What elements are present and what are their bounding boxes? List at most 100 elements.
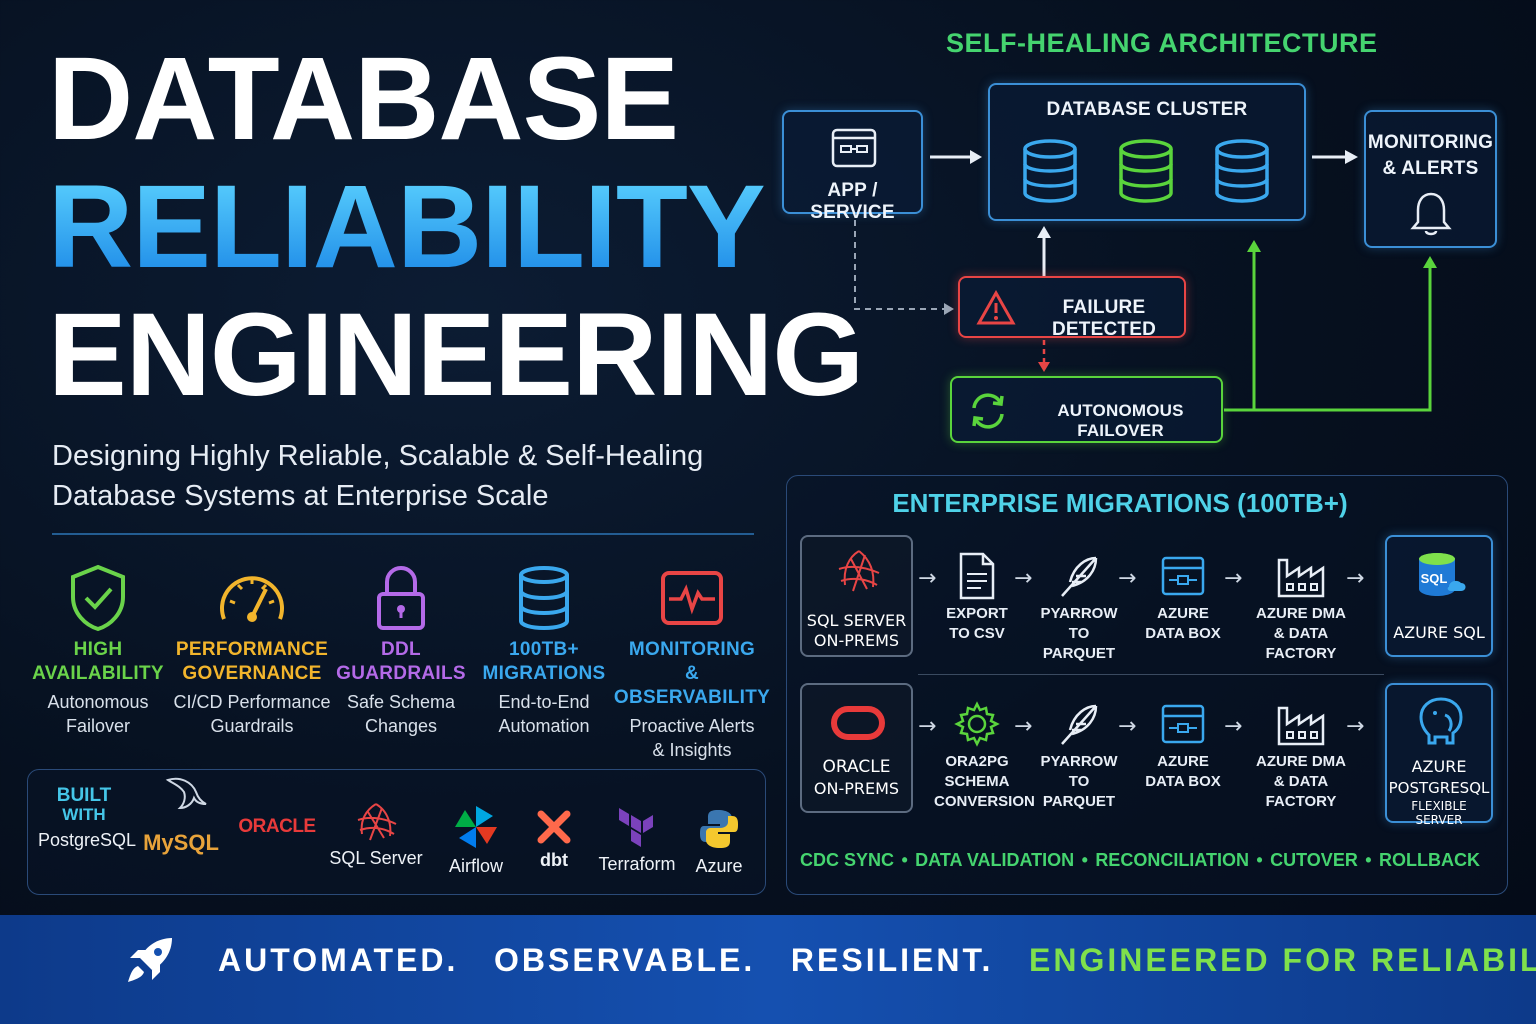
step-label-2: TO PARQUET — [1042, 773, 1116, 810]
oracle-logo-icon — [831, 706, 885, 740]
subtitle: Designing Highly Reliable, Scalable & Se… — [52, 436, 752, 516]
self-healing-connectors — [854, 150, 1437, 412]
feature-head-2: GOVERNANCE — [182, 663, 322, 684]
title-line-reliability: RELIABILITY — [48, 161, 766, 293]
step-label-1: ORA2PG — [945, 753, 1009, 770]
source-label-1: SQL SERVER — [806, 611, 907, 630]
feature-desc-1: Safe Schema — [346, 692, 456, 712]
feature-head-2: & OBSERVABILITY — [613, 663, 771, 708]
tool-terraform: Terraform — [594, 806, 680, 875]
feature-head-1: 100TB+ — [509, 639, 579, 660]
feature-migrations: 100TB+ MIGRATIONS End-to-End Automation — [464, 558, 624, 738]
feature-monitoring: MONITORING & OBSERVABILITY Proactive Ale… — [612, 558, 772, 762]
feature-desc-1: CI/CD Performance — [173, 692, 331, 712]
banner-part-1: AUTOMATED. — [218, 942, 459, 978]
step-label-1: AZURE — [1157, 753, 1209, 770]
footer-item: RECONCILIATION — [1095, 850, 1249, 870]
step-label-2: SCHEMA — [944, 773, 1010, 790]
feature-desc-2: Guardrails — [210, 716, 294, 736]
tool-label: SQL Server — [329, 848, 423, 868]
step-label-1: AZURE — [1157, 605, 1209, 622]
python-icon — [700, 810, 738, 848]
factory-icon — [1277, 558, 1325, 598]
factory-icon — [1277, 706, 1325, 746]
database-icon — [1215, 139, 1269, 203]
source-oracle-box: ORACLE ON-PREMS — [800, 683, 913, 813]
tool-label: Airflow — [448, 856, 503, 876]
source-label-2: ON-PREMS — [813, 779, 900, 798]
bullet-dot: • — [1081, 850, 1088, 870]
tool-postgresql: BUILT WITH PostgreSQL — [38, 785, 137, 851]
arrow-icon: → — [918, 714, 937, 739]
feather-icon — [1061, 704, 1098, 745]
source-sql-server-box: SQL SERVER ON-PREMS — [800, 535, 913, 657]
data-box-icon — [1161, 556, 1205, 596]
tool-label: PostgreSQL — [38, 830, 137, 850]
feature-head-1: PERFORMANCE — [175, 639, 329, 660]
rocket-icon — [128, 938, 172, 982]
step-pyarrow-parquet: PYARROW TO PARQUET — [1034, 700, 1124, 812]
target-label-2: POSTGRESQL — [1388, 779, 1490, 797]
banner-part-4: ENGINEERED FOR RELIABILITY. — [1029, 942, 1536, 978]
monitoring-label-2: & ALERTS — [1382, 158, 1479, 179]
arrow-icon: → — [1014, 714, 1033, 739]
feature-ddl-guardrails: DDL GUARDRAILS Safe Schema Changes — [321, 558, 481, 738]
built-with-label-1: BUILT — [56, 785, 112, 806]
title-line-engineering: ENGINEERING — [48, 289, 864, 421]
feature-head-1: MONITORING — [628, 639, 756, 660]
built-with-label-2: WITH — [62, 805, 106, 824]
elephant-icon — [1419, 697, 1463, 745]
arrow-icon: → — [918, 566, 937, 591]
step-export-csv: EXPORT TO CSV — [938, 552, 1016, 644]
database-cluster-box: DATABASE CLUSTER — [988, 83, 1306, 221]
tool-oracle: ORACLE — [232, 816, 322, 838]
sql-server-icon — [357, 803, 397, 841]
feature-desc-1: Autonomous — [47, 692, 149, 712]
subtitle-line-1: Designing Highly Reliable, Scalable & Se… — [52, 440, 704, 472]
step-label-1: PYARROW — [1040, 753, 1118, 770]
sql-badge-label: SQL — [1420, 571, 1448, 586]
step-azure-dma: AZURE DMA & DATA FACTORY — [1244, 700, 1358, 812]
footer-item: DATA VALIDATION — [915, 850, 1075, 870]
arrow-icon: → — [1346, 566, 1365, 591]
arrow-icon: → — [1118, 714, 1137, 739]
database-icon — [504, 558, 584, 638]
feature-performance-governance: PERFORMANCE GOVERNANCE CI/CD Performance… — [168, 558, 336, 738]
subtitle-line-2: Database Systems at Enterprise Scale — [52, 480, 549, 512]
migration-footer: CDC SYNC • DATA VALIDATION • RECONCILIAT… — [800, 850, 1480, 871]
browser-window-icon — [831, 128, 877, 168]
step-azure-data-box: AZURE DATA BOX — [1142, 700, 1224, 792]
failure-detected-label: FAILURE DETECTED — [1052, 297, 1156, 340]
migrations-title: ENTERPRISE MIGRATIONS (100TB+) — [892, 488, 1348, 518]
bullet-dot: • — [901, 850, 908, 870]
feature-head-2: AVAILABILITY — [32, 663, 164, 684]
database-cluster-label: DATABASE CLUSTER — [1046, 99, 1248, 120]
speedometer-icon — [212, 558, 292, 638]
feature-head-1: DDL — [381, 639, 421, 660]
feature-high-availability: HIGH AVAILABILITY Autonomous Failover — [18, 558, 178, 738]
dolphin-icon — [165, 777, 207, 810]
step-label-1: PYARROW — [1040, 605, 1118, 622]
padlock-icon — [361, 558, 441, 638]
step-label-2: & DATA FACTORY — [1265, 625, 1337, 662]
step-label-3: CONVERSION — [934, 793, 1035, 810]
banner-text: AUTOMATED. OBSERVABLE. RESILIENT. ENGINE… — [218, 942, 1536, 979]
step-label-1: AZURE DMA — [1256, 605, 1346, 622]
feature-desc-2: Failover — [65, 716, 131, 736]
step-azure-data-box: AZURE DATA BOX — [1142, 552, 1224, 644]
divider — [52, 533, 754, 535]
data-box-icon — [1161, 704, 1205, 744]
footer-item: CUTOVER — [1270, 850, 1358, 870]
failure-detected-box: FAILURE DETECTED — [958, 276, 1186, 340]
azure-sql-icon — [1419, 553, 1466, 596]
feature-desc-2: & Insights — [652, 740, 732, 760]
feature-head-2: MIGRATIONS — [482, 663, 606, 684]
step-label-2: TO PARQUET — [1042, 625, 1116, 662]
self-healing-title: SELF-HEALING ARCHITECTURE — [946, 28, 1378, 58]
step-label-2: TO CSV — [949, 625, 1005, 642]
autonomous-failover-label: AUTONOMOUS FAILOVER — [1057, 401, 1184, 440]
document-icon — [959, 552, 995, 600]
tool-label: Azure — [695, 856, 743, 876]
banner-part-2: OBSERVABLE. — [494, 942, 756, 978]
step-label-2: DATA BOX — [1145, 625, 1221, 642]
